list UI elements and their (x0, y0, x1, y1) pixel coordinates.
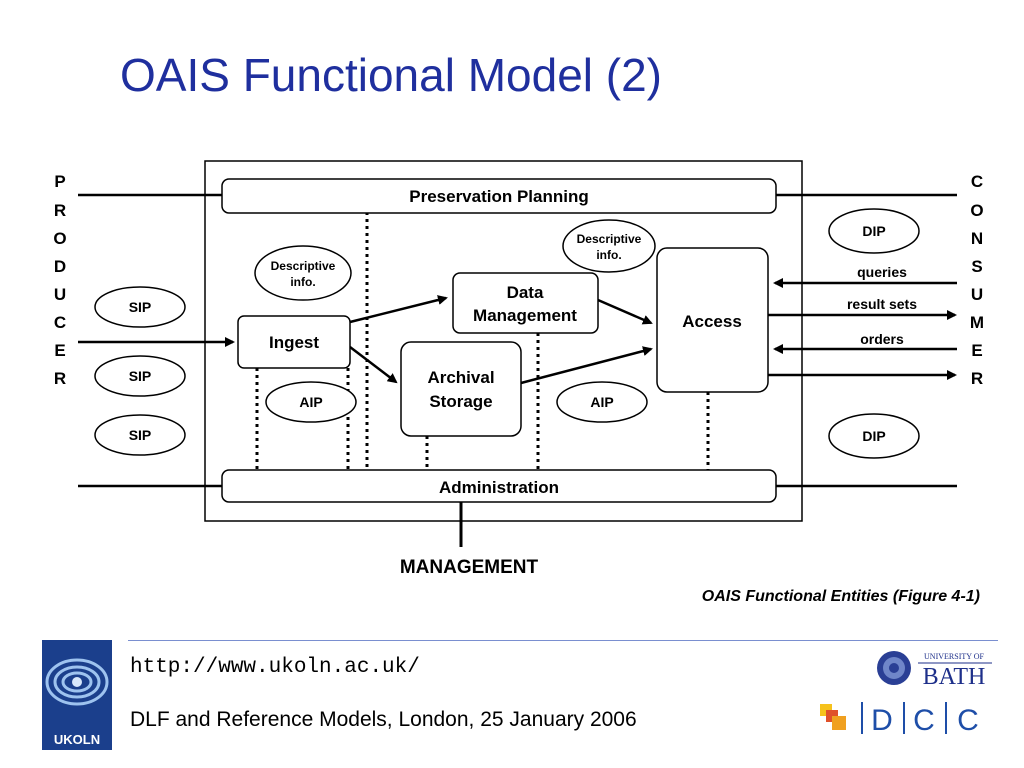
sip-label: SIP (129, 427, 152, 443)
data-management-label-line1: Data (507, 283, 544, 302)
ingest-label: Ingest (269, 333, 319, 352)
footer-text: DLF and Reference Models, London, 25 Jan… (130, 708, 637, 731)
ingest-to-data-management-arrow (349, 295, 448, 324)
preservation-planning-label: Preservation Planning (409, 187, 589, 206)
aip-ellipse-left (265, 381, 357, 423)
dcc-letter: C (957, 704, 979, 736)
producer-letter: R (54, 369, 66, 388)
sip-ellipse-1 (94, 286, 186, 328)
descriptive-info-left-line1: Descriptive (271, 259, 336, 273)
ingest-to-archival-storage-arrow (349, 346, 398, 384)
producer-letter: U (54, 285, 66, 304)
dip-ellipse-bottom (828, 413, 920, 459)
archival-storage-to-access-arrow (520, 346, 653, 385)
consumer-letter: U (971, 285, 983, 304)
producer-letter: C (54, 313, 66, 332)
producer-label: P R O D U C E R (53, 172, 66, 388)
producer-letter: O (53, 229, 66, 248)
ukoln-logo: UKOLN (42, 640, 112, 750)
management-label: MANAGEMENT (400, 557, 539, 578)
consumer-label: C O N S U M E R (970, 172, 984, 388)
consumer-letter: M (970, 313, 984, 332)
dcc-letter: D (871, 704, 893, 736)
archival-storage-label-line2: Storage (429, 392, 492, 411)
archival-storage-box (400, 341, 522, 437)
dip-label: DIP (862, 223, 885, 239)
footer-url-link[interactable]: http://www.ukoln.ac.uk/ (130, 656, 420, 679)
aip-label: AIP (299, 394, 322, 410)
dip-ellipse-top (828, 208, 920, 254)
data-management-box (452, 272, 599, 334)
producer-letter: P (54, 172, 65, 191)
consumer-letter: E (971, 341, 982, 360)
oais-diagram: P R O D U C E R C O N S U M E R Preserva… (53, 160, 984, 578)
descriptive-info-right-line2: info. (596, 248, 621, 262)
sip-ellipse-3 (94, 414, 186, 456)
bath-logo-top-text: UNIVERSITY OF (924, 652, 984, 661)
consumer-letter: N (971, 229, 983, 248)
consumer-letter: C (971, 172, 983, 191)
access-label: Access (682, 312, 742, 331)
slide-title: OAIS Functional Model (2) (120, 49, 663, 101)
figure-caption: OAIS Functional Entities (Figure 4-1) (701, 588, 980, 605)
university-of-bath-logo: UNIVERSITY OF BATH (877, 651, 992, 690)
administration-label: Administration (439, 478, 559, 497)
aip-ellipse-right (556, 381, 648, 423)
consumer-letter: R (971, 369, 983, 388)
descriptive-info-ellipse-left (254, 245, 352, 301)
dcc-letter: C (913, 704, 935, 736)
result-sets-label: result sets (847, 296, 917, 312)
sip-ellipse-2 (94, 355, 186, 397)
data-management-label-line2: Management (473, 306, 577, 325)
archival-storage-label-line1: Archival (427, 368, 494, 387)
ukoln-logo-text: UKOLN (54, 732, 100, 747)
dcc-logo: D C C (820, 702, 979, 736)
footer-divider (128, 640, 998, 641)
consumer-letter: S (971, 257, 982, 276)
administration-box (221, 469, 777, 503)
aip-label: AIP (590, 394, 613, 410)
producer-letter: D (54, 257, 66, 276)
dotted-connectors (255, 212, 710, 470)
sip-label: SIP (129, 368, 152, 384)
producer-letter: R (54, 201, 66, 220)
dip-label: DIP (862, 428, 885, 444)
descriptive-info-left-line2: info. (290, 275, 315, 289)
bath-logo-name: BATH (923, 664, 986, 690)
descriptive-info-ellipse-right (562, 219, 656, 273)
orders-label: orders (860, 331, 904, 347)
queries-label: queries (857, 264, 907, 280)
access-box (656, 247, 769, 393)
preservation-planning-box (221, 178, 777, 214)
ingest-box (237, 315, 351, 369)
data-management-to-access-arrow (597, 298, 653, 325)
consumer-letter: O (970, 201, 983, 220)
sip-label: SIP (129, 299, 152, 315)
producer-letter: E (54, 341, 65, 360)
descriptive-info-right-line1: Descriptive (577, 232, 642, 246)
